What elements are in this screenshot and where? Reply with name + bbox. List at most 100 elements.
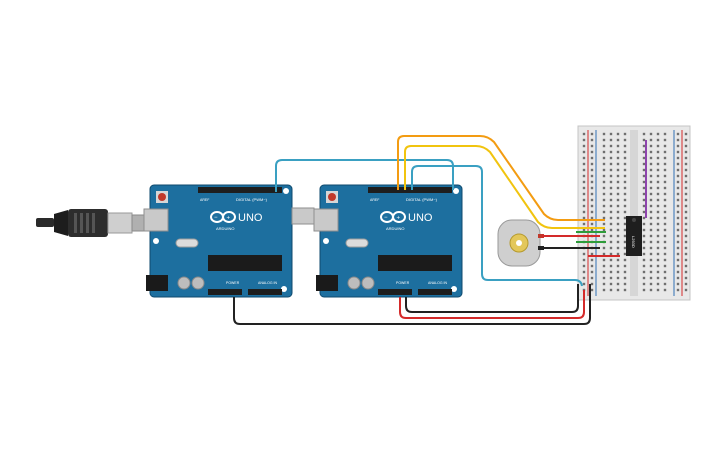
breadboard-hole[interactable]	[602, 150, 606, 154]
motor-driver-ic[interactable]: L293D	[626, 216, 642, 256]
breadboard-hole[interactable]	[676, 138, 680, 142]
breadboard-hole[interactable]	[663, 168, 667, 172]
breadboard-hole[interactable]	[602, 252, 606, 256]
breadboard-hole[interactable]	[656, 204, 660, 208]
digital-header[interactable]	[198, 187, 282, 193]
breadboard-hole[interactable]	[642, 144, 646, 148]
breadboard-hole[interactable]	[676, 276, 680, 280]
breadboard-hole[interactable]	[642, 210, 646, 214]
breadboard-hole[interactable]	[609, 228, 613, 232]
breadboard-hole[interactable]	[582, 252, 586, 256]
power-header[interactable]	[378, 289, 412, 295]
breadboard-hole[interactable]	[649, 222, 653, 226]
breadboard-hole[interactable]	[582, 156, 586, 160]
breadboard-hole[interactable]	[616, 186, 620, 190]
breadboard-hole[interactable]	[609, 222, 613, 226]
breadboard-hole[interactable]	[649, 258, 653, 262]
breadboard-hole[interactable]	[676, 162, 680, 166]
breadboard-hole[interactable]	[663, 174, 667, 178]
breadboard-hole[interactable]	[616, 222, 620, 226]
breadboard-hole[interactable]	[649, 252, 653, 256]
breadboard-hole[interactable]	[602, 282, 606, 286]
breadboard-hole[interactable]	[582, 150, 586, 154]
breadboard-hole[interactable]	[656, 162, 660, 166]
breadboard-hole[interactable]	[676, 180, 680, 184]
breadboard-hole[interactable]	[609, 282, 613, 286]
breadboard-hole[interactable]	[582, 210, 586, 214]
breadboard-hole[interactable]	[616, 144, 620, 148]
breadboard-hole[interactable]	[582, 144, 586, 148]
breadboard-hole[interactable]	[656, 276, 660, 280]
breadboard-hole[interactable]	[642, 132, 646, 136]
breadboard-hole[interactable]	[602, 162, 606, 166]
breadboard-hole[interactable]	[649, 150, 653, 154]
wire-black-ground-2[interactable]	[405, 284, 579, 313]
wire-blue-board1-to-board2[interactable]	[275, 159, 454, 192]
breadboard-hole[interactable]	[616, 162, 620, 166]
breadboard-hole[interactable]	[582, 258, 586, 262]
breadboard-hole[interactable]	[663, 222, 667, 226]
breadboard-hole[interactable]	[590, 288, 594, 292]
breadboard-hole[interactable]	[684, 246, 688, 250]
breadboard-hole[interactable]	[663, 246, 667, 250]
breadboard-hole[interactable]	[656, 282, 660, 286]
breadboard-hole[interactable]	[609, 150, 613, 154]
breadboard-hole[interactable]	[616, 132, 620, 136]
breadboard-hole[interactable]	[609, 156, 613, 160]
breadboard-hole[interactable]	[663, 180, 667, 184]
breadboard-hole[interactable]	[609, 246, 613, 250]
breadboard-hole[interactable]	[649, 204, 653, 208]
breadboard-hole[interactable]	[590, 210, 594, 214]
breadboard-hole[interactable]	[623, 240, 627, 244]
breadboard-hole[interactable]	[656, 192, 660, 196]
breadboard-hole[interactable]	[684, 198, 688, 202]
breadboard-hole[interactable]	[663, 138, 667, 142]
breadboard-hole[interactable]	[663, 228, 667, 232]
breadboard-hole[interactable]	[623, 234, 627, 238]
breadboard-hole[interactable]	[642, 186, 646, 190]
breadboard-hole[interactable]	[616, 192, 620, 196]
breadboard-hole[interactable]	[582, 264, 586, 268]
breadboard-hole[interactable]	[590, 150, 594, 154]
breadboard-hole[interactable]	[623, 222, 627, 226]
breadboard-hole[interactable]	[609, 180, 613, 184]
breadboard-hole[interactable]	[623, 258, 627, 262]
dc-motor[interactable]	[497, 219, 544, 267]
breadboard-hole[interactable]	[609, 240, 613, 244]
breadboard-hole[interactable]	[642, 234, 646, 238]
breadboard-hole[interactable]	[642, 204, 646, 208]
breadboard-hole[interactable]	[590, 138, 594, 142]
breadboard-hole[interactable]	[649, 156, 653, 160]
breadboard-hole[interactable]	[623, 288, 627, 292]
breadboard-hole[interactable]	[590, 180, 594, 184]
breadboard-hole[interactable]	[642, 162, 646, 166]
breadboard-hole[interactable]	[582, 204, 586, 208]
breadboard-hole[interactable]	[616, 138, 620, 142]
breadboard-hole[interactable]	[642, 180, 646, 184]
breadboard-hole[interactable]	[642, 264, 646, 268]
breadboard-hole[interactable]	[623, 204, 627, 208]
breadboard-hole[interactable]	[623, 216, 627, 220]
breadboard-hole[interactable]	[649, 174, 653, 178]
analog-header[interactable]	[418, 289, 452, 295]
breadboard-hole[interactable]	[590, 156, 594, 160]
breadboard-hole[interactable]	[623, 132, 627, 136]
breadboard-hole[interactable]	[656, 132, 660, 136]
breadboard-hole[interactable]	[676, 204, 680, 208]
breadboard-hole[interactable]	[663, 270, 667, 274]
breadboard-hole[interactable]	[602, 132, 606, 136]
breadboard-hole[interactable]	[609, 264, 613, 268]
breadboard-hole[interactable]	[609, 132, 613, 136]
breadboard-hole[interactable]	[609, 288, 613, 292]
breadboard-hole[interactable]	[676, 192, 680, 196]
breadboard-hole[interactable]	[602, 186, 606, 190]
breadboard-hole[interactable]	[623, 198, 627, 202]
breadboard-hole[interactable]	[676, 210, 680, 214]
breadboard-hole[interactable]	[656, 216, 660, 220]
breadboard-hole[interactable]	[590, 264, 594, 268]
breadboard-hole[interactable]	[656, 288, 660, 292]
breadboard-hole[interactable]	[616, 210, 620, 214]
breadboard-hole[interactable]	[656, 246, 660, 250]
breadboard-hole[interactable]	[590, 276, 594, 280]
breadboard-hole[interactable]	[649, 162, 653, 166]
